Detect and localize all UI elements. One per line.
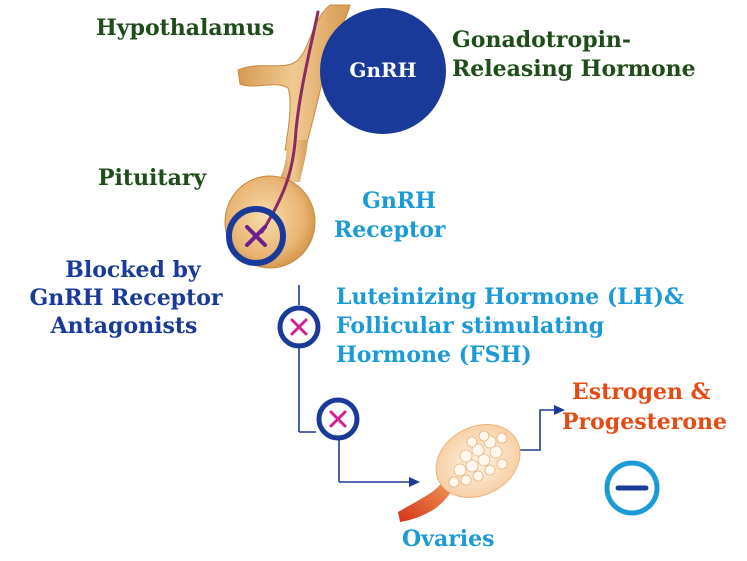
lh-label-line1: Luteinizing Hormone (LH)& xyxy=(336,284,684,310)
gnrh-name-line2: Releasing Hormone xyxy=(452,56,696,82)
arrowhead-to-estrogen xyxy=(554,405,565,415)
negative-feedback-icon xyxy=(604,460,660,516)
receptor-label-line2: Receptor xyxy=(334,217,446,243)
hypothalamus-label: Hypothalamus xyxy=(96,15,275,41)
ovary-follicles xyxy=(448,430,508,488)
blocked-label-line1: Blocked by xyxy=(65,257,201,283)
ovary-illustration xyxy=(398,424,521,522)
estrogen-label-line1: Estrogen & xyxy=(572,379,711,405)
pituitary-label: Pituitary xyxy=(98,165,207,191)
lh-label-line3: Hormone (FSH) xyxy=(336,342,532,368)
lh-label-line2: Follicular stimulating xyxy=(336,313,605,339)
pathway-connectors xyxy=(298,285,556,483)
ovary-signal-block-icon xyxy=(316,397,360,441)
arrowhead-to-ovaries xyxy=(409,477,420,487)
gnrh-circle-label: GnRH xyxy=(349,58,417,82)
lh-block-icon xyxy=(277,305,321,349)
estrogen-label-line2: Progesterone xyxy=(562,409,727,435)
gnrh-hormone-circle xyxy=(320,8,446,134)
receptor-label-line1: GnRH xyxy=(362,188,436,214)
blocked-label-line2: GnRH Receptor xyxy=(29,285,223,311)
neural-fiber xyxy=(260,10,320,234)
blocked-label-line3: Antagonists xyxy=(50,313,198,339)
ovaries-label: Ovaries xyxy=(402,526,495,552)
receptor-block-icon xyxy=(226,206,286,266)
connector-ovaries-to-estrogen xyxy=(520,409,556,451)
gnrh-name-line1: Gonadotropin- xyxy=(452,27,632,53)
